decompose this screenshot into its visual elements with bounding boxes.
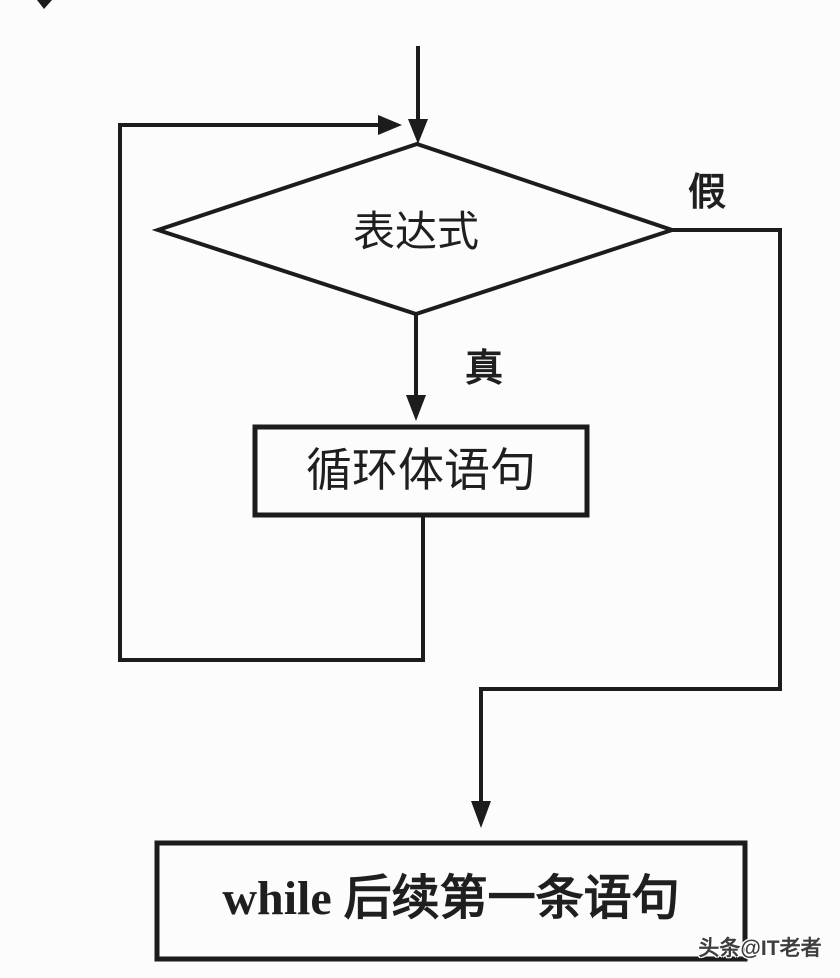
- loop-body-box: [252, 424, 590, 518]
- false-branch-arrowhead-icon: [471, 801, 491, 828]
- entry-arrowhead-icon: [408, 119, 428, 144]
- true-branch-label: 真: [464, 348, 504, 390]
- loopback-arrowhead-icon: [378, 115, 402, 135]
- next-statement-box: [154, 840, 748, 962]
- topleft-crop-mark: [37, 0, 52, 9]
- false-branch-path: [479, 228, 782, 804]
- decision-label: 表达式: [352, 210, 480, 256]
- loop-body-label: 循环体语句: [306, 445, 536, 496]
- loopback-path: [118, 123, 425, 662]
- true-branch-arrowhead-icon: [406, 395, 426, 421]
- watermark-text: 头条@IT老者: [698, 937, 822, 960]
- next-statement-label: while 后续第一条语句: [222, 872, 680, 925]
- false-branch-label: 假: [687, 172, 727, 214]
